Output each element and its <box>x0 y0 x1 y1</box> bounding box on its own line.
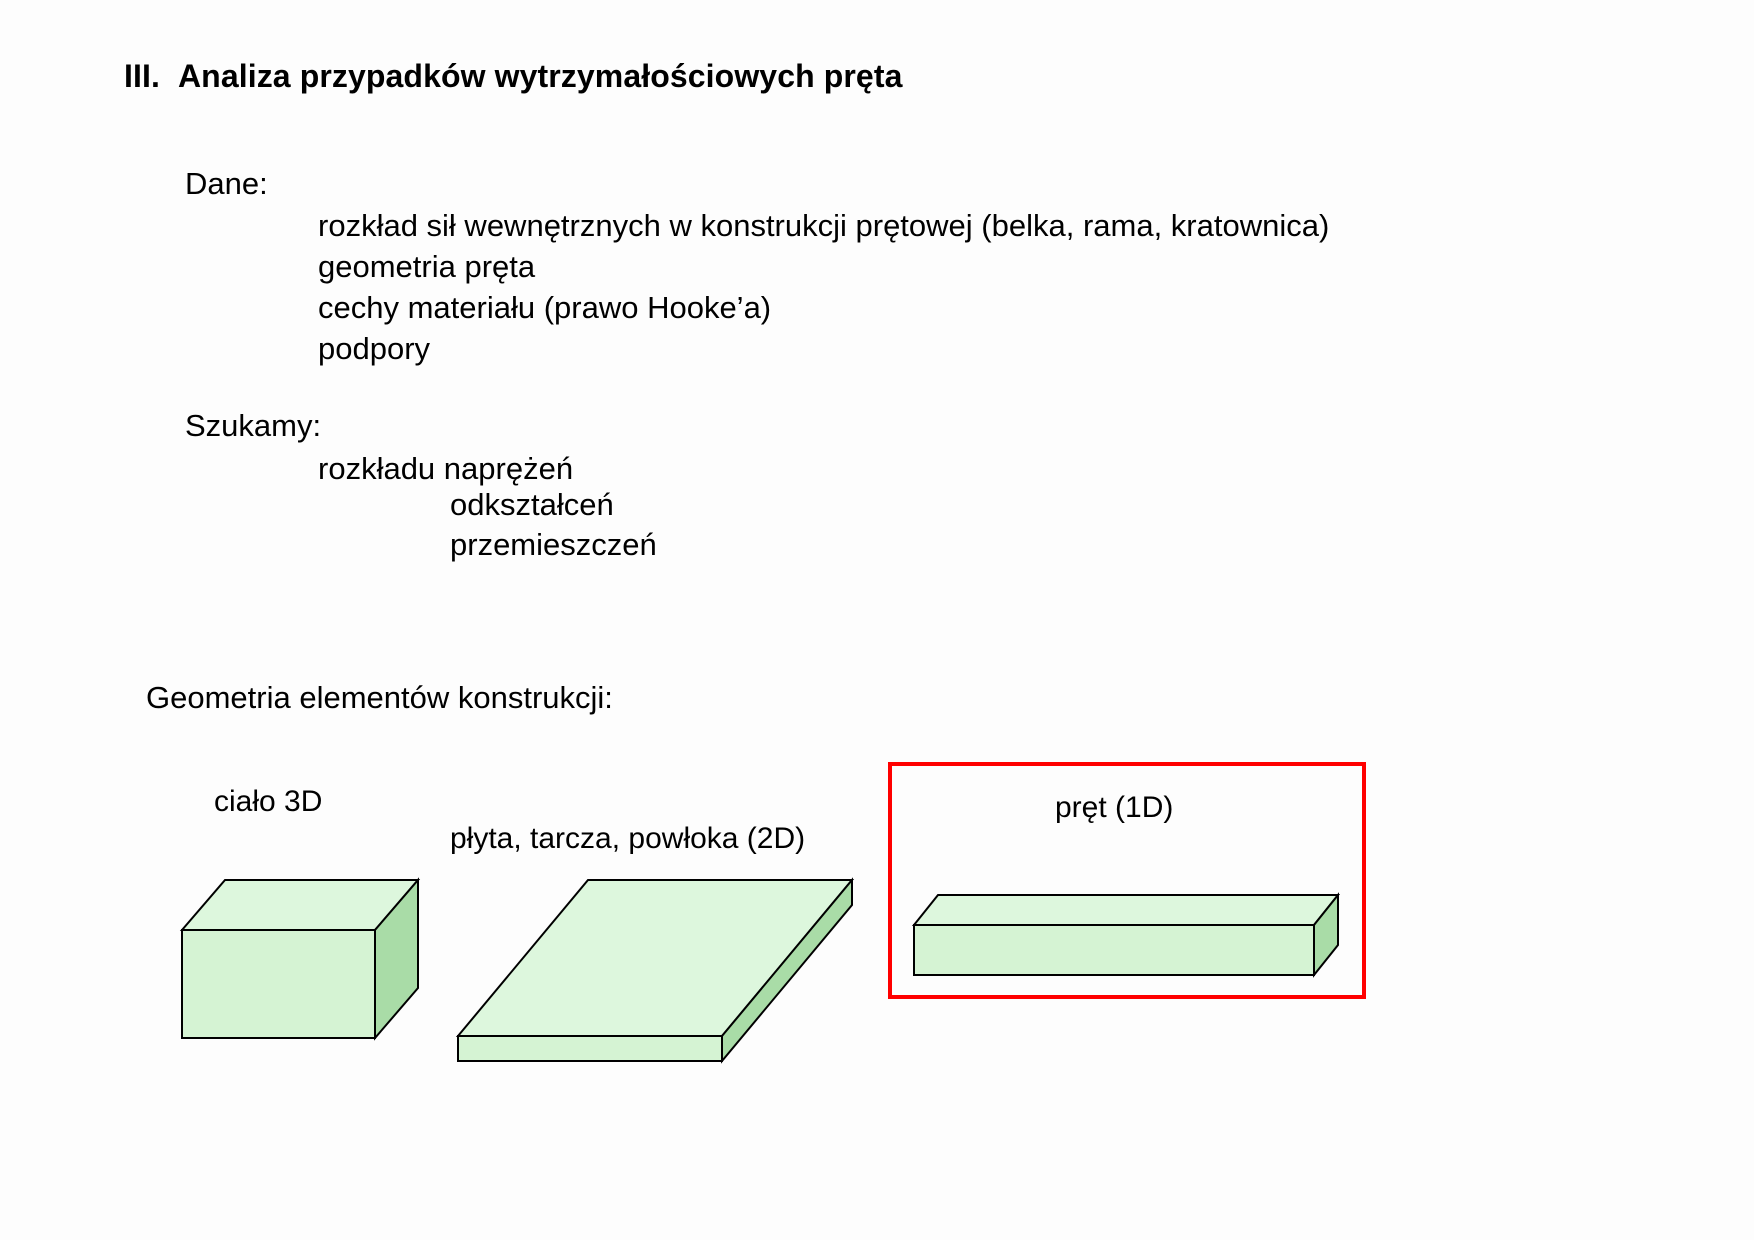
list-item: rozkładu naprężeń <box>318 451 574 486</box>
list-item: odkształceń <box>450 487 614 522</box>
cube-3d-icon <box>179 877 421 1041</box>
title-text: Analiza przypadków wytrzymałościowych pr… <box>177 58 903 94</box>
title-numeral: III. <box>124 58 160 94</box>
page-title: III. Analiza przypadków wytrzymałościowyc… <box>124 58 903 95</box>
list-item: rozkład sił wewnętrznych w konstrukcji p… <box>318 208 1330 243</box>
highlight-box-bar-1d <box>888 762 1366 999</box>
sought-label: Szukamy: <box>185 408 322 443</box>
bar-1d-icon <box>911 892 1341 978</box>
given-list: rozkład sił wewnętrznych w konstrukcji p… <box>318 205 1329 369</box>
plate-2d-icon <box>455 877 855 1064</box>
figure-label-cube-3d: ciało 3D <box>214 785 323 818</box>
list-item: geometria pręta <box>318 249 536 284</box>
list-item: przemieszczeń <box>450 527 657 562</box>
geometry-section-heading: Geometria elementów konstrukcji: <box>146 680 613 715</box>
given-label: Dane: <box>185 166 268 201</box>
list-item: cechy materiału (prawo Hooke’a) <box>318 290 772 325</box>
figure-label-bar-1d: pręt (1D) <box>1055 791 1174 824</box>
list-item: podpory <box>318 331 431 366</box>
geometry-figures: ciało 3D płyta, tarcza, powłoka (2D) prę… <box>0 745 1754 1075</box>
figure-label-plate-2d: płyta, tarcza, powłoka (2D) <box>450 822 806 855</box>
